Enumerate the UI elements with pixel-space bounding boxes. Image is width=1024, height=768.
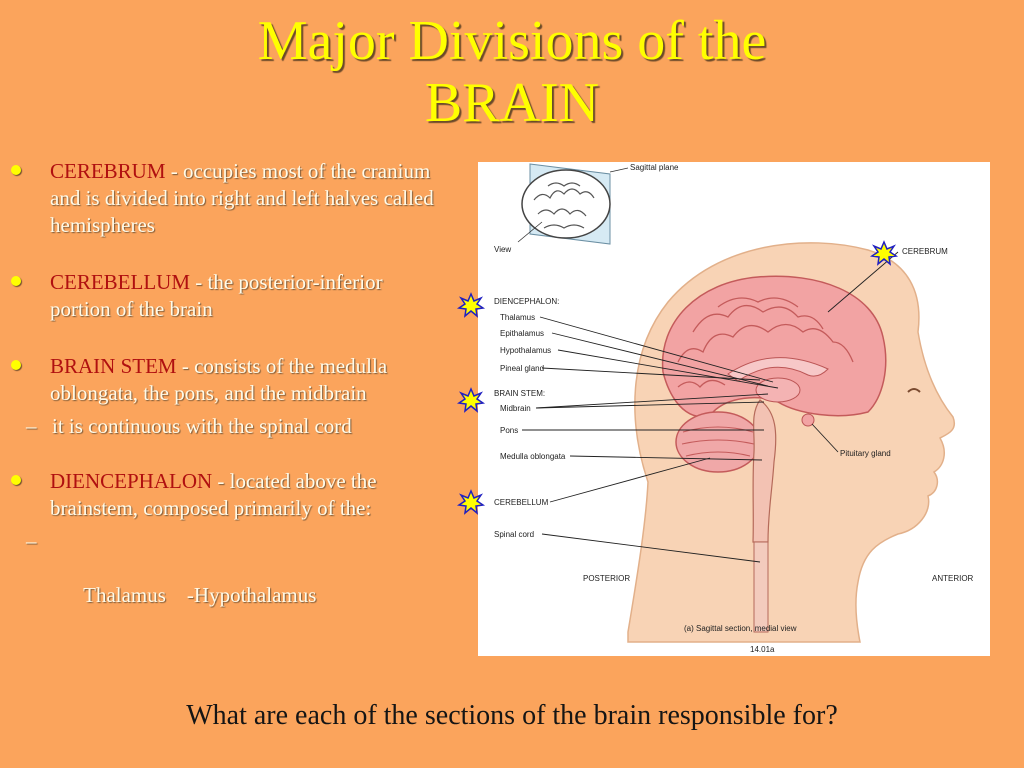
label-medulla-oblongata: Medulla oblongata — [500, 452, 566, 461]
bullet-dot — [11, 165, 21, 175]
title-line-2: BRAIN — [424, 72, 600, 134]
bullet-dot — [11, 276, 21, 286]
label-spinal-cord: Spinal cord — [494, 530, 534, 539]
label-posterior: POSTERIOR — [583, 574, 630, 583]
diencephalon-sub-text: Thalamus -Hypothalamus — [83, 583, 317, 607]
cerebrum-gyri — [677, 297, 854, 388]
label-view: View — [494, 245, 511, 254]
corpus-callosum — [727, 357, 829, 382]
term-diencephalon: DIENCEPHALON — [50, 469, 213, 493]
label-epithalamus: Epithalamus — [500, 329, 544, 338]
label-midbrain: Midbrain — [500, 404, 531, 413]
title-line-1: Major Divisions of the — [257, 10, 767, 72]
bullet-dot — [11, 475, 21, 485]
bullet-cerebrum: CEREBRUM - occupies most of the cranium … — [8, 158, 448, 239]
bullet-diencephalon: DIENCEPHALON - located above the brainst… — [8, 468, 448, 522]
thalamus-shape — [755, 377, 801, 403]
label-anterior: ANTERIOR — [932, 574, 974, 583]
term-brain-stem: BRAIN STEM — [50, 354, 177, 378]
brain-stem-description: - consists of the medulla oblongata, the… — [50, 354, 388, 405]
figure-caption: (a) Sagittal section, medial view — [684, 624, 797, 633]
label-pineal-gland: Pineal gland — [500, 364, 544, 373]
bullet-brain-stem: BRAIN STEM - consists of the medulla obl… — [8, 353, 448, 407]
label-hypothalamus: Hypothalamus — [500, 346, 551, 355]
bullet-list: CEREBRUM - occupies most of the cranium … — [8, 158, 448, 658]
bullet-dot — [11, 360, 21, 370]
brain-stem-sub-text: it is continuous with the spinal cord — [52, 414, 352, 438]
dash-marker: – — [26, 529, 37, 553]
term-cerebellum: CEREBELLUM — [50, 270, 190, 294]
bullet-cerebellum: CEREBELLUM - the posterior-inferior port… — [8, 269, 448, 323]
label-brain-stem: BRAIN STEM: — [494, 389, 545, 398]
sub-bullet-diencephalon: – Thalamus -Hypothalamus — [0, 528, 448, 636]
label-thalamus: Thalamus — [500, 313, 535, 322]
diencephalon-description: - located above the brainstem, composed … — [50, 469, 377, 520]
dash-marker: – — [26, 414, 37, 438]
label-cerebrum: CEREBRUM — [902, 247, 948, 256]
label-pons: Pons — [500, 426, 518, 435]
label-sagittal-plane: Sagittal plane — [630, 163, 679, 172]
label-cerebellum: CEREBELLUM — [494, 498, 549, 507]
sub-bullet-brain-stem: – it is continuous with the spinal cord — [0, 413, 448, 440]
slide-title: Major Divisions of the BRAIN — [0, 10, 1024, 134]
cerebrum-description: - occupies most of the cranium and is di… — [50, 159, 434, 210]
sagittal-section-diagram: Sagittal plane View — [494, 163, 974, 654]
term-cerebrum: CEREBRUM — [50, 159, 166, 183]
figure-number: 14.01a — [750, 645, 775, 654]
cerebellum-description: - the posterior-inferior portion of the … — [50, 270, 383, 321]
pituitary-shape — [801, 413, 815, 427]
cerebellum-shape — [675, 411, 761, 473]
label-diencephalon: DIENCEPHALON: — [494, 297, 559, 306]
eye-icon — [907, 388, 921, 393]
discussion-question: What are each of the sections of the bra… — [186, 700, 838, 731]
cerebrum-description-tail: hemispheres — [50, 213, 155, 237]
label-pituitary-gland: Pituitary gland — [840, 449, 891, 458]
brain-figure: Sagittal plane View — [478, 162, 990, 656]
sagittal-plane-inset: Sagittal plane View — [494, 163, 679, 254]
spinal-cord-shape — [753, 541, 769, 633]
leader-lines — [522, 251, 899, 563]
